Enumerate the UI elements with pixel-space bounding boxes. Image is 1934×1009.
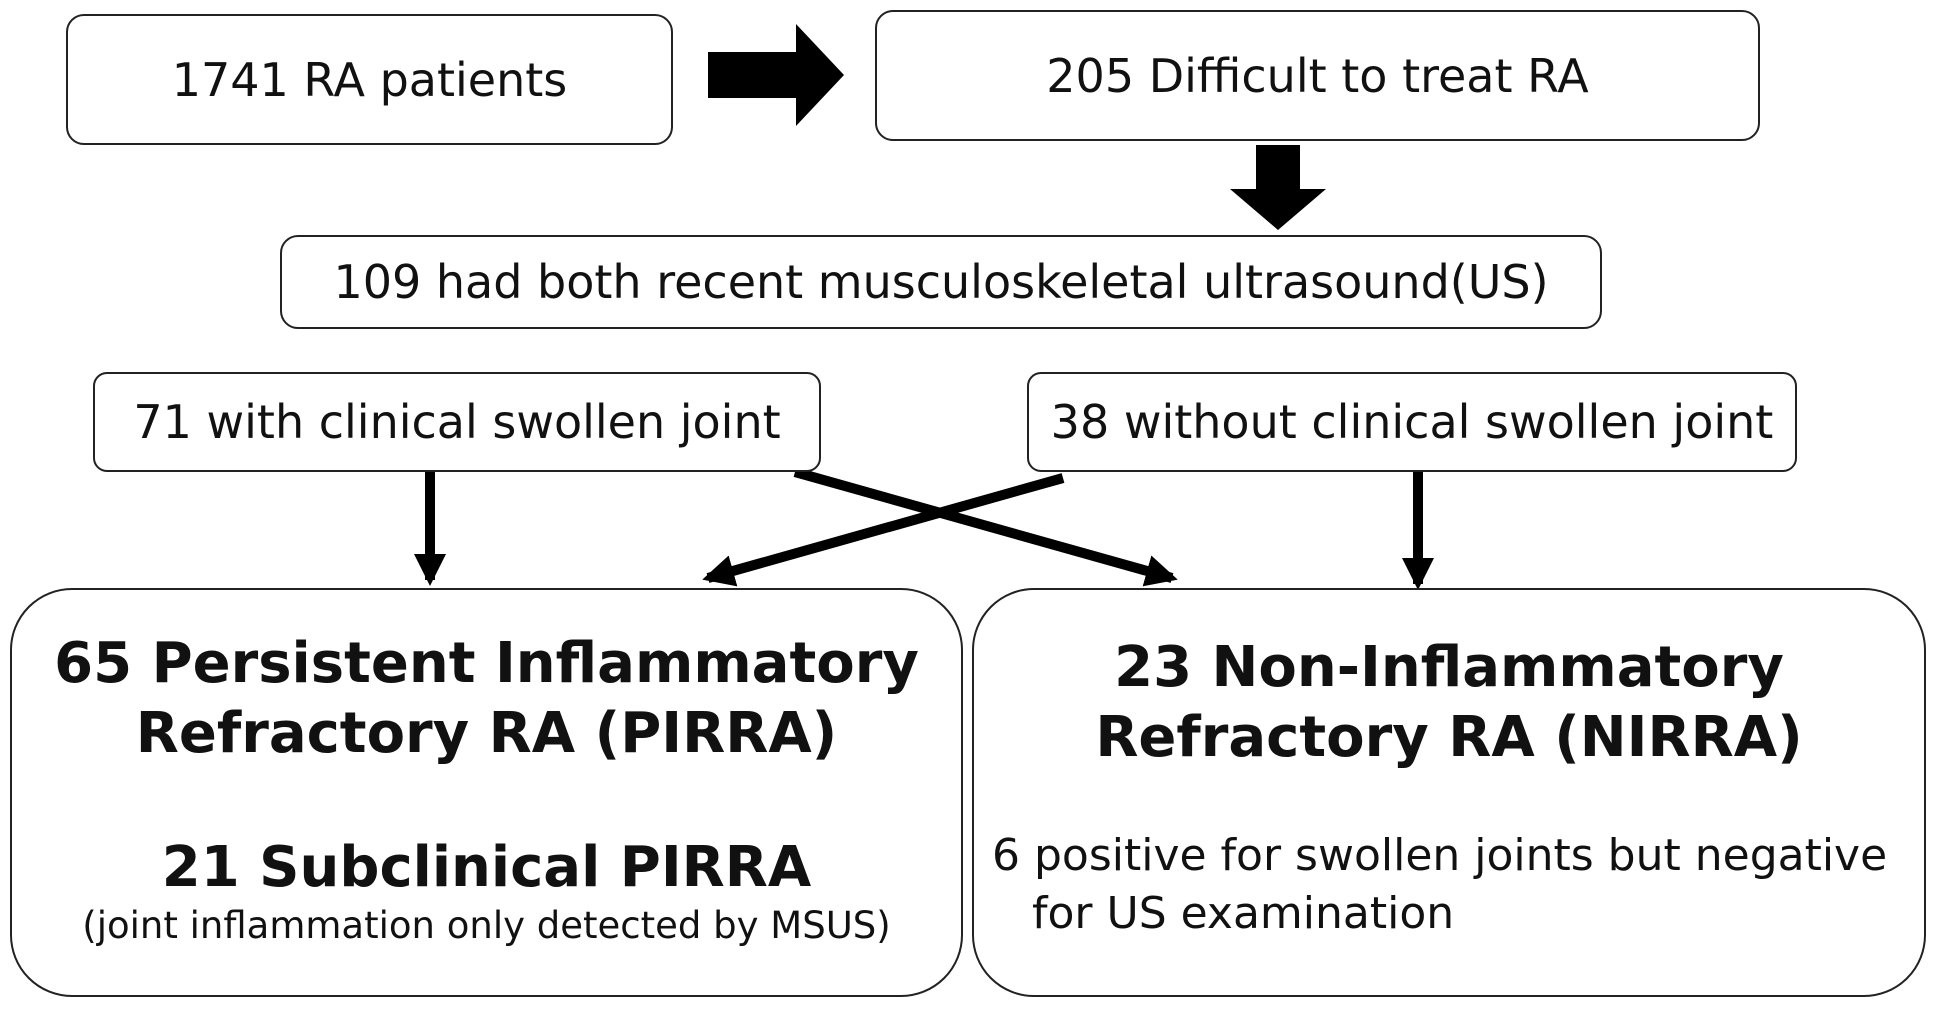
right-arrow-icon bbox=[708, 24, 844, 126]
ultrasound-label: 109 had both recent musculoskeletal ultr… bbox=[333, 255, 1549, 309]
nirra-title-line2: Refractory RA (NIRRA) bbox=[1095, 705, 1803, 770]
difficult-ra-label: 205 Difficult to treat RA bbox=[1046, 48, 1589, 103]
nirra-box: 23 Non-Inflammatory Refractory RA (NIRRA… bbox=[972, 588, 1926, 997]
arrow-38-to-pirra bbox=[702, 473, 1065, 587]
with-swollen-joint-label: 71 with clinical swollen joint bbox=[133, 395, 781, 449]
pirra-box: 65 Persistent Inflammatory Refractory RA… bbox=[10, 588, 963, 997]
pirra-title-line2: Refractory RA (PIRRA) bbox=[135, 701, 838, 766]
without-swollen-joint-label: 38 without clinical swollen joint bbox=[1050, 395, 1774, 449]
difficult-ra-box: 205 Difficult to treat RA bbox=[875, 10, 1760, 141]
without-swollen-joint-box: 38 without clinical swollen joint bbox=[1027, 372, 1797, 472]
subclinical-pirra-title: 21 Subclinical PIRRA bbox=[161, 835, 812, 900]
arrow-71-to-nirra bbox=[793, 467, 1178, 587]
subclinical-pirra-note: (joint inflammation only detected by MSU… bbox=[82, 904, 891, 947]
pirra-title-line1: 65 Persistent Inflammatory bbox=[54, 631, 919, 696]
ra-patients-box: 1741 RA patients bbox=[66, 14, 673, 145]
nirra-note-line1: 6 positive for swollen joints but negati… bbox=[992, 830, 1888, 881]
nirra-note-line2: for US examination bbox=[1032, 888, 1455, 939]
ra-patients-label: 1741 RA patients bbox=[171, 52, 568, 107]
nirra-title-line1: 23 Non-Inflammatory bbox=[1114, 635, 1784, 700]
with-swollen-joint-box: 71 with clinical swollen joint bbox=[93, 372, 821, 472]
ultrasound-box: 109 had both recent musculoskeletal ultr… bbox=[280, 235, 1602, 329]
down-arrow-icon bbox=[1230, 145, 1326, 230]
